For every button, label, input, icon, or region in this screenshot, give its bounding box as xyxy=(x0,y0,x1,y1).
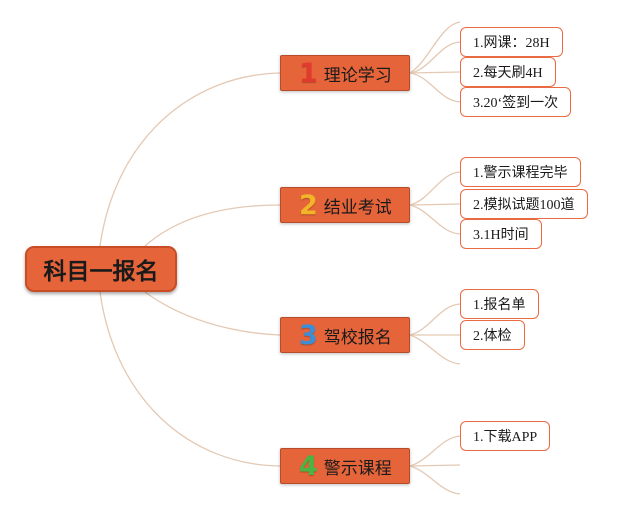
connector-b1-spare xyxy=(409,21,461,74)
connector-b2-leaf-3 xyxy=(409,204,461,235)
connector-b3-leaf-1 xyxy=(409,303,461,336)
leaf-label: 1.下载APP xyxy=(473,430,538,445)
connector-root-branch-4 xyxy=(99,291,281,467)
leaf-2-3[interactable]: 3.1H时间 xyxy=(460,219,542,249)
branch-number-4: 4 xyxy=(299,450,318,482)
connector-b1-leaf-2 xyxy=(409,71,461,74)
branch-node-1[interactable]: 1 理论学习 xyxy=(280,55,410,91)
leaf-3-1[interactable]: 1.报名单 xyxy=(460,289,539,319)
branch-label-3: 驾校报名 xyxy=(323,327,392,348)
connector-b4-spare-2 xyxy=(409,465,461,495)
root-node[interactable]: 科目一报名 xyxy=(25,246,177,292)
connector-b1-leaf-3 xyxy=(409,72,461,103)
branch-label-4: 警示课程 xyxy=(323,458,392,479)
connector-b2-leaf-1 xyxy=(409,171,461,206)
connector-root-branch-3 xyxy=(144,291,281,336)
branch-number-3: 3 xyxy=(299,319,318,351)
leaf-label: 2.模拟试题100道 xyxy=(473,198,575,213)
leaf-label: 3.20‘签到一次 xyxy=(473,96,559,111)
branch-number-2: 2 xyxy=(299,189,318,221)
leaf-4-1[interactable]: 1.下载APP xyxy=(460,421,551,451)
leaf-label: 1.网课：28H xyxy=(473,36,550,51)
branch-node-3[interactable]: 3 驾校报名 xyxy=(280,317,410,353)
connector-b1-leaf-1 xyxy=(409,41,461,74)
connector-b3-spare xyxy=(409,334,461,365)
leaf-1-3[interactable]: 3.20‘签到一次 xyxy=(460,87,572,117)
leaf-3-2[interactable]: 2.体检 xyxy=(460,320,525,350)
connector-b4-leaf-1 xyxy=(409,435,461,467)
leaf-label: 3.1H时间 xyxy=(473,228,529,243)
connector-root-branch-1 xyxy=(99,72,281,247)
root-label: 科目一报名 xyxy=(43,259,159,285)
branch-node-4[interactable]: 4 警示课程 xyxy=(280,448,410,484)
leaf-1-2[interactable]: 2.每天刷4H xyxy=(460,57,556,87)
leaf-2-1[interactable]: 1.警示课程完毕 xyxy=(460,157,581,187)
connector-root-branch-2 xyxy=(144,204,281,247)
branch-label-1: 理论学习 xyxy=(323,65,392,86)
leaf-2-2[interactable]: 2.模拟试题100道 xyxy=(460,189,588,219)
leaf-label: 1.报名单 xyxy=(473,298,526,313)
branch-label-2: 结业考试 xyxy=(323,197,392,218)
connector-b4-spare-1 xyxy=(409,464,461,467)
leaf-label: 1.警示课程完毕 xyxy=(473,166,568,181)
branch-node-2[interactable]: 2 结业考试 xyxy=(280,187,410,223)
leaf-label: 2.体检 xyxy=(473,329,512,344)
leaf-label: 2.每天刷4H xyxy=(473,66,543,81)
connector-b2-leaf-2 xyxy=(409,203,461,206)
branch-number-1: 1 xyxy=(299,57,318,89)
leaf-1-1[interactable]: 1.网课：28H xyxy=(460,27,563,57)
